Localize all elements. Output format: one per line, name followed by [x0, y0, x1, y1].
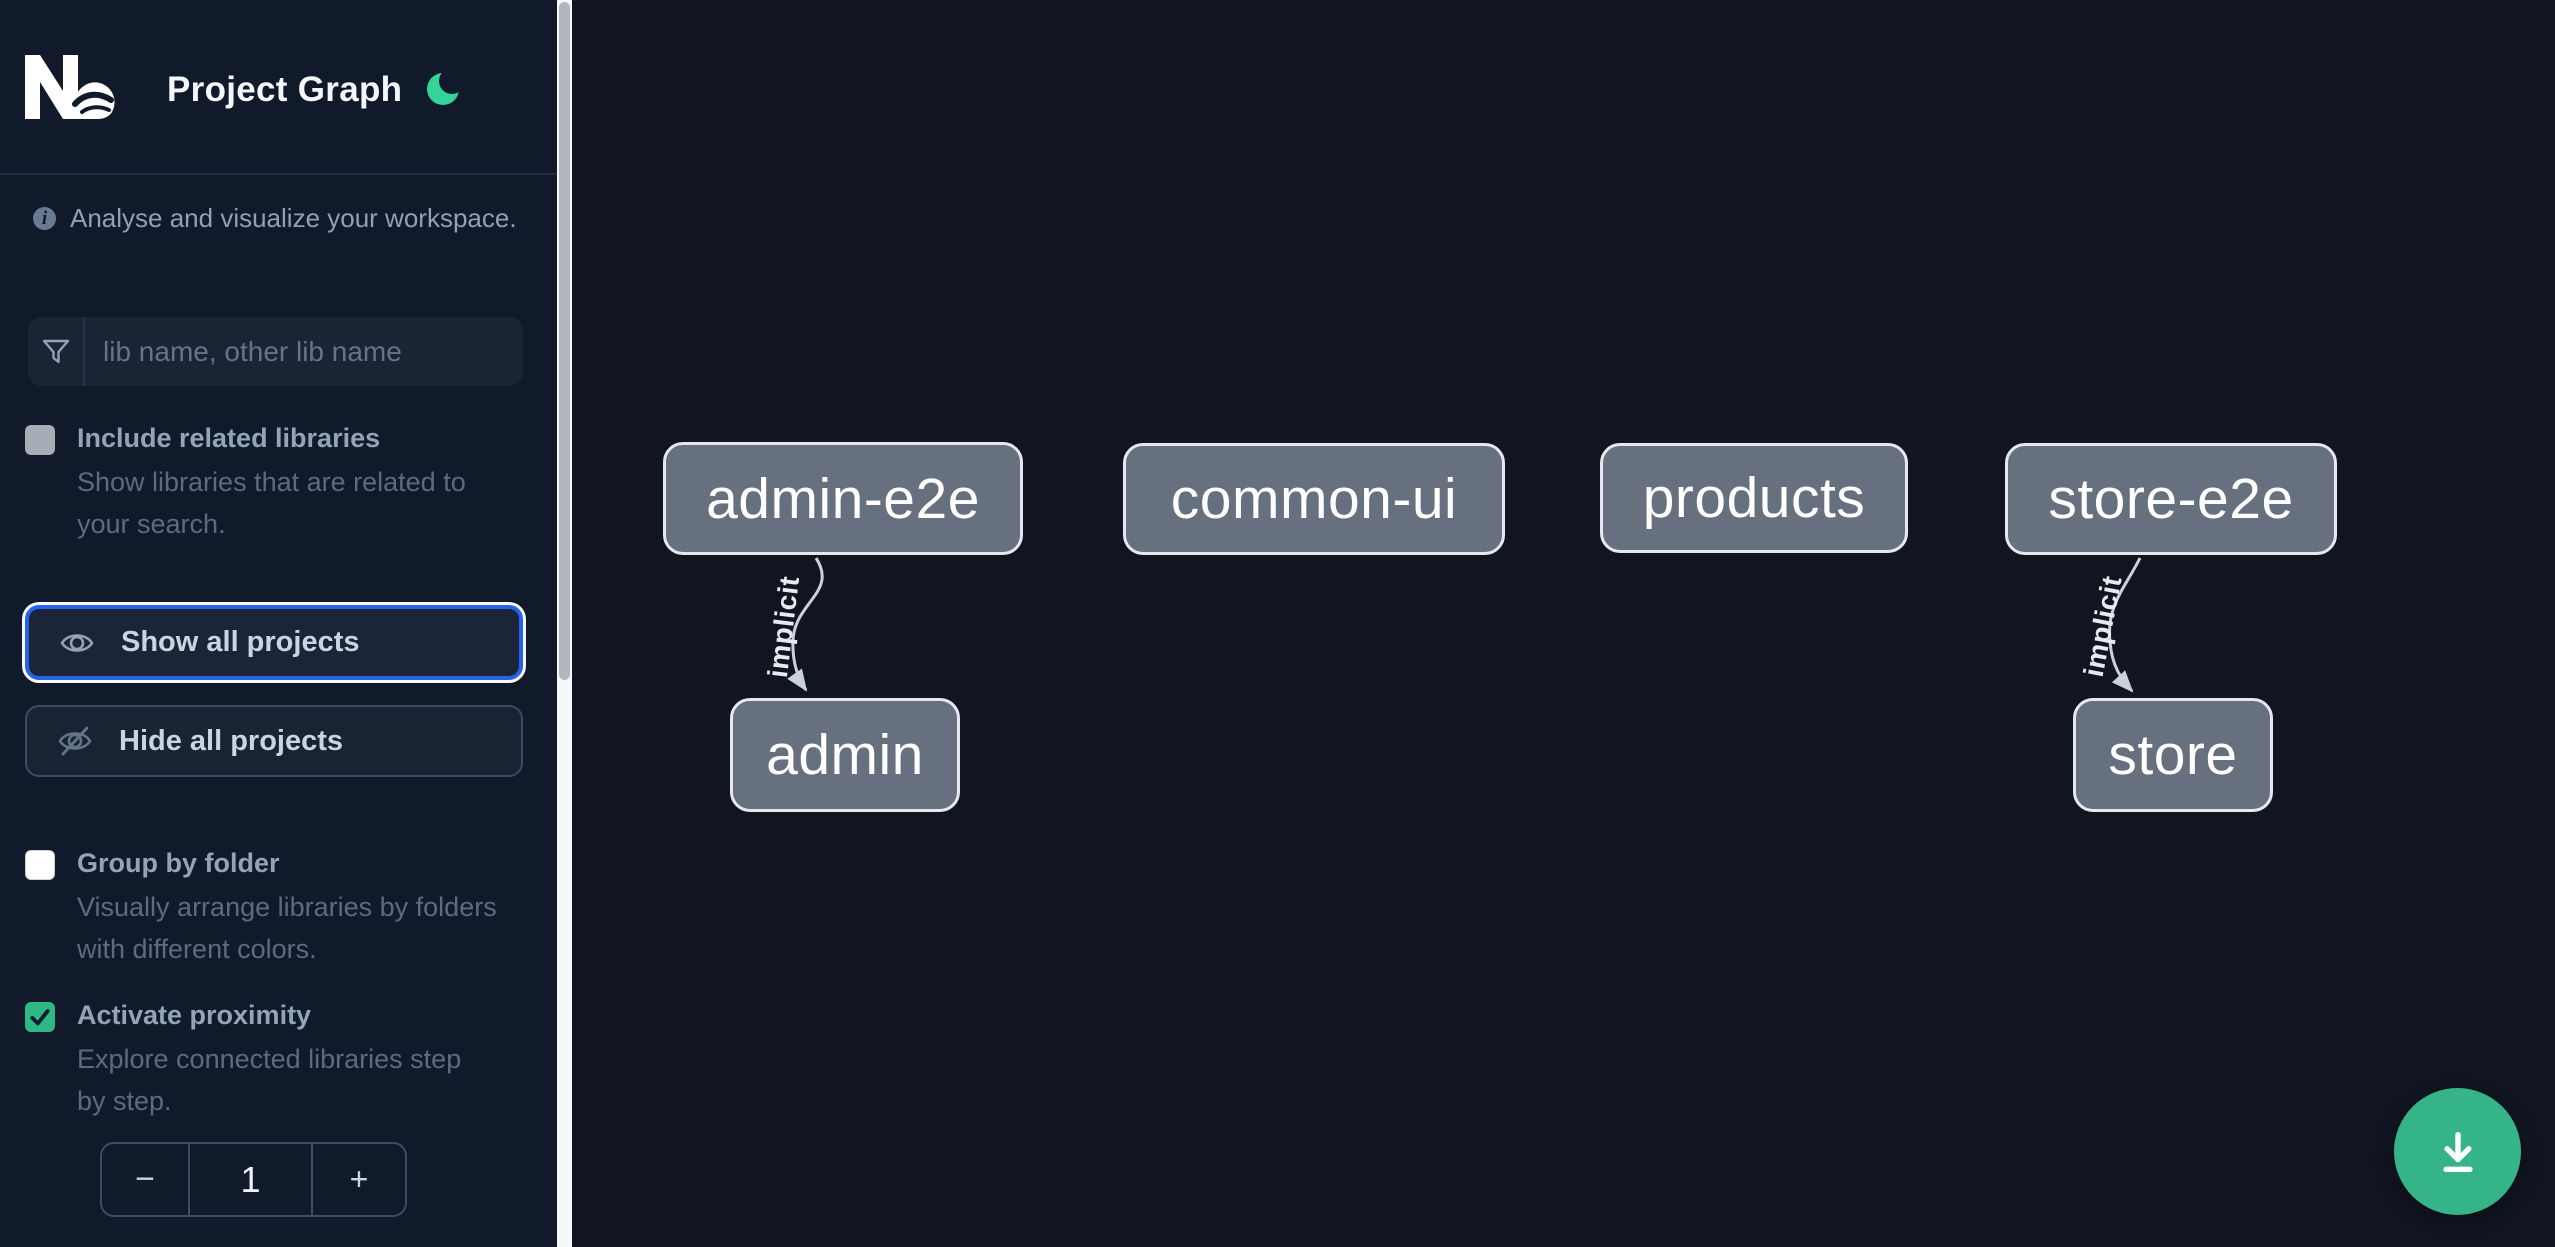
- intro-text: Analyse and visualize your workspace.: [70, 203, 517, 233]
- include-related-checkbox[interactable]: [25, 425, 55, 455]
- proximity-value: 1: [190, 1144, 313, 1215]
- graph-node-admin[interactable]: admin: [730, 698, 960, 812]
- group-by-folder-description: Visually arrange libraries by folders wi…: [77, 892, 497, 964]
- download-button[interactable]: [2394, 1088, 2521, 1215]
- funnel-icon: [28, 317, 85, 386]
- include-related-description: Show libraries that are related to your …: [77, 467, 466, 539]
- graph-node-common-ui[interactable]: common-ui: [1123, 443, 1505, 555]
- graph-node-products[interactable]: products: [1600, 443, 1908, 553]
- group-by-folder-label[interactable]: Group by folder: [77, 848, 280, 878]
- hide-all-projects-button[interactable]: Hide all projects: [25, 705, 523, 777]
- include-related-label[interactable]: Include related libraries: [77, 423, 381, 453]
- sidebar-scrollbar-thumb[interactable]: [559, 2, 570, 680]
- eye-off-icon: [58, 726, 92, 756]
- graph-canvas[interactable]: [572, 0, 2555, 1247]
- sidebar-scrollbar-track[interactable]: [557, 0, 572, 1247]
- filter-input[interactable]: [85, 317, 523, 386]
- info-icon: i: [33, 207, 56, 230]
- graph-node-admin-e2e[interactable]: admin-e2e: [663, 442, 1023, 555]
- show-all-projects-label: Show all projects: [121, 626, 360, 658]
- page-title: Project Graph: [167, 70, 403, 109]
- option-group-by-folder: Group by folder Visually arrange librari…: [25, 848, 525, 970]
- nx-logo-icon: [25, 55, 115, 119]
- proximity-stepper: − 1 +: [100, 1142, 407, 1217]
- option-include-related: Include related libraries Show libraries…: [25, 423, 525, 545]
- proximity-decrement-button[interactable]: −: [102, 1144, 190, 1215]
- check-icon: [30, 1009, 50, 1026]
- moon-icon[interactable]: [424, 68, 464, 108]
- hide-all-projects-label: Hide all projects: [119, 724, 344, 757]
- download-icon: [2442, 1131, 2473, 1172]
- graph-node-store-e2e[interactable]: store-e2e: [2005, 443, 2337, 555]
- filter-box: [28, 317, 523, 386]
- option-activate-proximity: Activate proximity Explore connected lib…: [25, 1000, 525, 1122]
- sidebar-header: Project Graph: [0, 0, 557, 175]
- graph-node-store[interactable]: store: [2073, 698, 2273, 812]
- activate-proximity-label[interactable]: Activate proximity: [77, 1000, 312, 1030]
- show-all-projects-button[interactable]: Show all projects: [25, 605, 523, 680]
- intro-row: i Analyse and visualize your workspace.: [33, 203, 517, 234]
- sidebar: Project Graph i Analyse and visualize yo…: [0, 0, 557, 1247]
- group-by-folder-checkbox[interactable]: [25, 850, 55, 880]
- activate-proximity-checkbox[interactable]: [25, 1002, 55, 1032]
- proximity-increment-button[interactable]: +: [349, 1161, 369, 1197]
- eye-icon: [60, 633, 94, 652]
- activate-proximity-description: Explore connected libraries step by step…: [77, 1044, 462, 1116]
